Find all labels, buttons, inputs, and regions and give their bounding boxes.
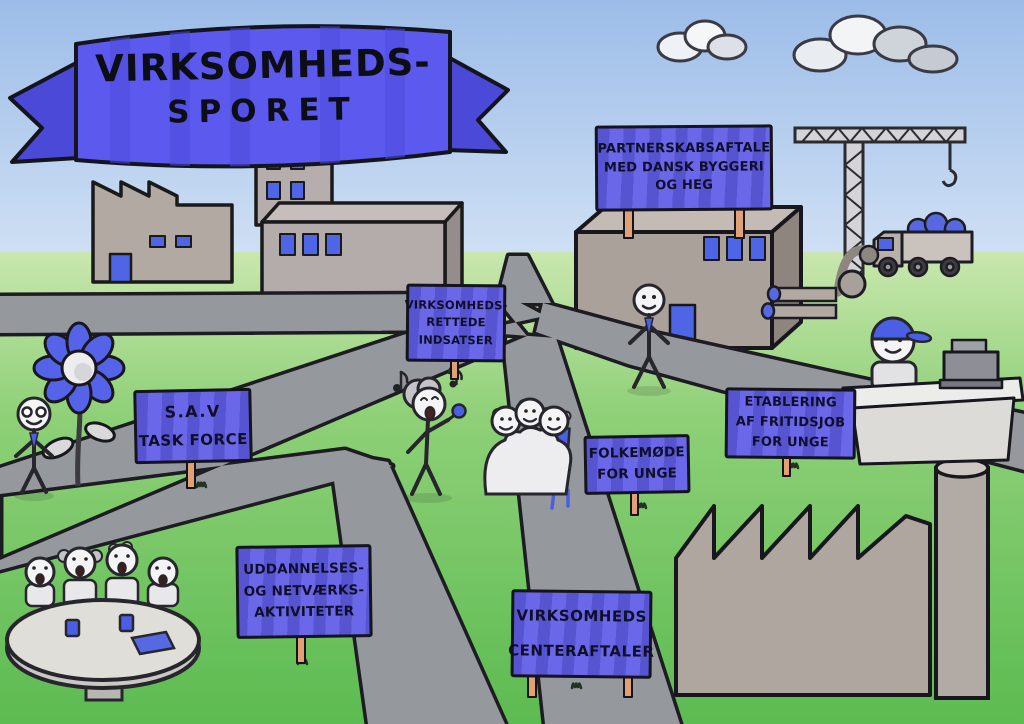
service-counter [841,338,1024,466]
factory-left-windows [149,235,192,248]
sign-post [734,207,745,239]
sign-line: RETTEDE [426,315,486,330]
factory-bottom [674,504,932,697]
sign-partnerskabsaftale: PARTNERSKABSAFTALE MED DANSK BYGGERI OG … [594,124,774,239]
sign-line: S.A.V [164,401,222,422]
building-right-windows [703,236,766,261]
sign-line: OG NETVÆRKS- [243,581,365,600]
sign-uddannelses-netvaerks-aktiviteter: UDDANNELSES- OG NETVÆRKS- AKTIVITETER [235,544,373,664]
microphone-icon [451,403,467,419]
sign-line: INDSATSER [418,332,494,347]
flower [32,321,126,487]
sign-board: FOLKEMØDE FOR UNGE [583,434,691,495]
sign-sav-task-force: S.A.V TASK FORCE [133,387,253,489]
sign-line: VIRKSOMHEDS- [404,297,508,313]
table-top [5,598,201,682]
paper-icon [130,630,176,656]
chimney [934,457,990,700]
sign-line: FOR UNGE [751,434,829,451]
meeting-table-group [5,541,201,702]
dump-truck [872,211,974,278]
cashier-person [870,316,933,392]
person-left [14,396,54,501]
sign-board: UDDANNELSES- OG NETVÆRKS- AKTIVITETER [235,544,373,639]
cloud-large-icon [792,14,959,74]
sign-line: AF FRITIDSJOB [735,414,846,431]
sign-etablering-fritidsjob: ETABLERING AF FRITIDSJOB FOR UNGE [724,387,857,477]
pipe-machine [760,244,880,320]
cloud-small-icon [656,19,748,63]
tie-icon [29,432,39,451]
crane-hook-icon [941,168,958,188]
truck-wheels [877,256,961,278]
sign-post [527,674,537,698]
sign-line: AKTIVITETER [254,603,355,621]
sign-line: PARTNERSKABSAFTALE [597,139,771,157]
sign-line: ETABLERING [744,394,837,411]
cup-icon [118,613,135,633]
audience [483,397,573,510]
sign-line: CENTERAFTALER [508,641,655,661]
cup-icon [64,618,81,638]
sign-post [186,459,196,489]
glasses-icon [21,406,33,418]
factory-left [91,180,234,284]
sign-board: VIRKSOMHEDS CENTERAFTALER [508,589,655,679]
factory-left-door [108,252,133,284]
sign-line: MED DANSK BYGGERI [603,158,764,176]
sign-board: S.A.V TASK FORCE [133,387,253,465]
sign-line: FOLKEMØDE [588,444,686,463]
sign-line: TASK FORCE [138,429,249,450]
sign-post [296,634,306,664]
sign-virksomheds-centeraftaler: VIRKSOMHEDS CENTERAFTALER [508,589,655,698]
sign-line: OG HEG [655,178,714,194]
sign-folkemoede-for-unge: FOLKEMØDE FOR UNGE [583,434,691,516]
person-walking [627,283,671,396]
sign-post [623,207,634,239]
sign-virksomhedsrettede-indsatser: VIRKSOMHEDS- RETTEDE INDSATSER [404,283,508,380]
banner-title-line2: SPORET [166,91,360,131]
building-center-windows [279,233,342,256]
sign-line: UDDANNELSES- [243,560,365,579]
banner-title-line1: VIRKSOMHEDS- [94,40,432,91]
sign-line: FOR UNGE [597,465,678,483]
tie-icon [644,317,654,337]
table-people [24,541,180,608]
banner-ribbon [8,24,510,169]
sign-line: VIRKSOMHEDS [516,606,647,626]
sign-board: ETABLERING AF FRITIDSJOB FOR UNGE [724,387,857,460]
sign-board: PARTNERSKABSAFTALE MED DANSK BYGGERI OG … [594,124,774,212]
sign-board: VIRKSOMHEDS- RETTEDE INDSATSER [404,283,508,363]
